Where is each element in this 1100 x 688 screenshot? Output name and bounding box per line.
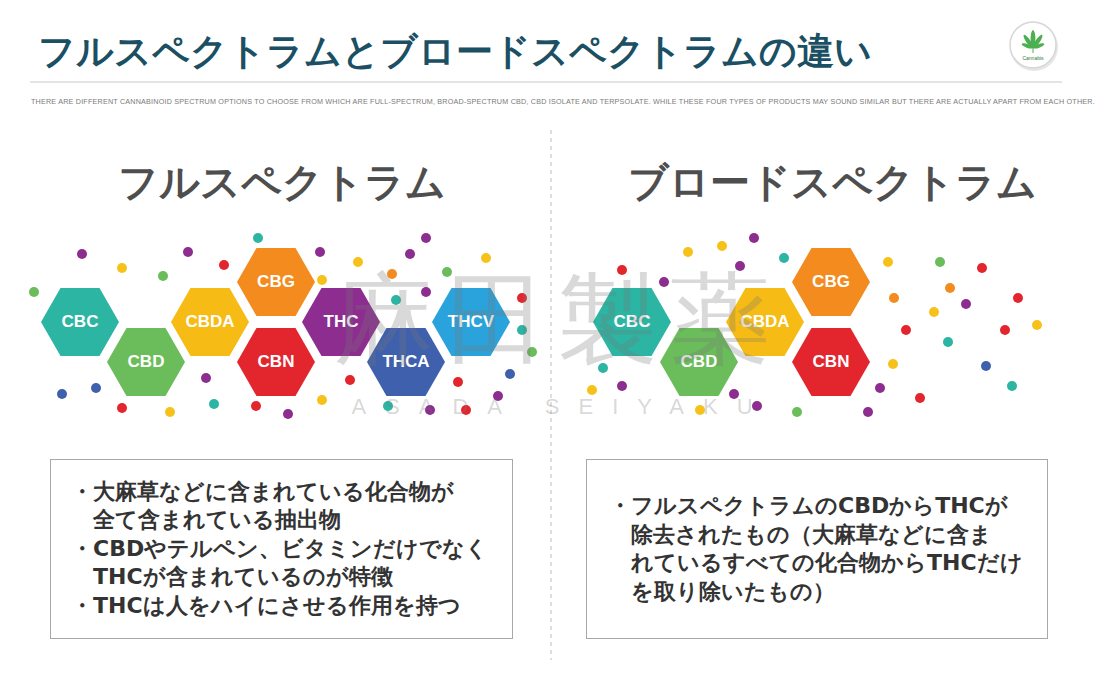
page-title: フルスペクトラムとブロードスペクトラムの違い	[38, 30, 872, 74]
confetti-dot	[317, 395, 327, 405]
hexagon-fill	[41, 288, 119, 356]
confetti-dot	[863, 407, 873, 417]
confetti-dot	[935, 257, 945, 267]
logo-badge	[1010, 22, 1056, 68]
description-box: ・フルスペクトラムのCBDからTHCが 除去されたもの（大麻草などに含ま れてい…	[586, 459, 1048, 639]
confetti-dot	[901, 325, 911, 335]
confetti-dot	[749, 233, 759, 243]
confetti-dot	[883, 257, 893, 267]
confetti-dot	[943, 337, 953, 347]
logo-caption: Cannabis	[1013, 55, 1053, 61]
confetti-dot	[57, 389, 67, 399]
leaf-icon	[1021, 30, 1045, 53]
confetti-dot	[315, 247, 325, 257]
hexagon-fill	[237, 328, 315, 396]
description-box: ・大麻草などに含まれている化合物が 全て含まれている抽出物・CBDやテルペン、ビ…	[50, 459, 513, 639]
confetti-dot	[317, 275, 327, 285]
confetti-dot	[1032, 320, 1042, 330]
watermark: ASADA SEIYAKU	[252, 394, 852, 420]
confetti-dot	[981, 361, 991, 371]
watermark: 麻田製薬	[252, 262, 852, 378]
confetti-dot	[1007, 381, 1017, 391]
compound-hexagon: CBC	[41, 288, 119, 356]
hexagon-fill	[726, 288, 804, 356]
column-heading: フルスペクトラム	[82, 158, 482, 206]
compound-name: CBDA	[185, 312, 234, 332]
hexagon-fill	[237, 248, 315, 316]
leaflet	[1021, 42, 1034, 49]
confetti-dot	[421, 233, 431, 243]
hexagon-fill	[792, 248, 870, 316]
confetti-dot	[158, 271, 168, 281]
hexagon-fill	[432, 288, 510, 356]
leaflet	[1031, 34, 1044, 50]
title-rule	[30, 82, 1062, 83]
confetti-dot	[792, 407, 802, 417]
confetti-dot	[888, 359, 898, 369]
leaflet	[1032, 42, 1045, 49]
bullet-text: ・THCは人をハイにさせる作用を持つ	[71, 592, 511, 621]
compound-hexagon: CBD	[107, 328, 185, 396]
confetti-dot	[201, 373, 211, 383]
subtitle-note: THERE ARE DIFFERENT CANNABINOID SPECTRUM…	[31, 97, 1071, 106]
compound-name: CBN	[813, 352, 850, 372]
confetti-dot	[587, 385, 597, 395]
compound-name: CBG	[257, 272, 295, 292]
confetti-dot	[183, 247, 193, 257]
confetti-dot	[77, 249, 87, 259]
hexagon-fill	[107, 328, 185, 396]
hexagon-fill	[593, 288, 671, 356]
compound-name: CBG	[812, 272, 850, 292]
confetti-dot	[117, 403, 127, 413]
leaf-stem	[1033, 48, 1034, 53]
confetti-dot	[453, 377, 463, 387]
compound-name: CBN	[258, 352, 295, 372]
confetti-dot	[945, 283, 955, 293]
confetti-dot	[977, 263, 987, 273]
confetti-dot	[253, 233, 263, 243]
confetti-dot	[961, 299, 971, 309]
column-heading: ブロードスペクトラム	[628, 158, 1028, 206]
hexagon-fill	[660, 328, 738, 396]
compound-hexagon: CBG	[237, 248, 315, 316]
bullet-text: ・大麻草などに含まれている化合物が 全て含まれている抽出物	[71, 478, 511, 535]
confetti-dot	[91, 383, 101, 393]
confetti-dot	[717, 241, 727, 251]
hexagon-fill	[367, 328, 445, 396]
confetti-dot	[29, 287, 39, 297]
hexagon-fill	[792, 328, 870, 396]
confetti-dot	[251, 401, 261, 411]
compound-name: CBC	[62, 312, 99, 332]
confetti-dot	[1013, 293, 1023, 303]
confetti-dot	[405, 249, 415, 259]
compound-hexagon: CBN	[237, 328, 315, 396]
confetti-dot	[209, 399, 219, 409]
confetti-dot	[165, 407, 175, 417]
compound-hexagon: CBDA	[171, 288, 249, 356]
confetti-dot	[283, 409, 293, 419]
confetti-dot	[1000, 325, 1010, 335]
bullet-text: ・CBDやテルペン、ビタミンだけでなく THCが含まれているのが特徴	[71, 535, 511, 592]
compound-hexagon: CBG	[792, 248, 870, 316]
compound-name: CBD	[128, 352, 165, 372]
confetti-dot	[889, 293, 899, 303]
compound-hexagon: CBN	[792, 328, 870, 396]
confetti-dot	[929, 307, 939, 317]
confetti-dot	[219, 260, 229, 270]
confetti-dot	[683, 247, 693, 257]
hexagon-fill	[302, 288, 380, 356]
bullet-text: ・フルスペクトラムのCBDからTHCが 除去されたもの（大麻草などに含ま れてい…	[609, 492, 1024, 606]
confetti-dot	[875, 383, 885, 393]
hexagon-fill	[171, 288, 249, 356]
confetti-dot	[915, 393, 925, 403]
logo-shadow	[1010, 23, 1058, 71]
confetti-dot	[617, 381, 627, 391]
confetti-dot	[117, 263, 127, 273]
